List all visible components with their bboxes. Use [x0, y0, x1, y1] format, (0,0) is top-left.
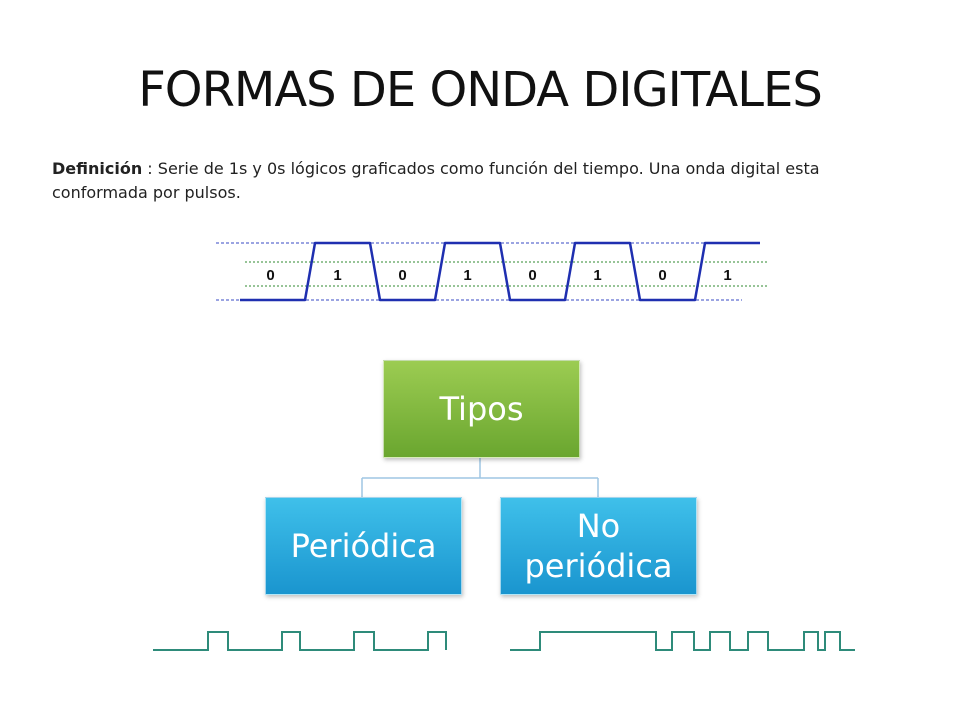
- definition-paragraph: Definición : Serie de 1s y 0s lógicos gr…: [52, 157, 892, 205]
- bit-label: 1: [333, 267, 341, 284]
- periodic-example-wave: [153, 631, 447, 651]
- bit-label: 1: [593, 267, 601, 284]
- bit-label: 0: [398, 267, 406, 284]
- bit-label: 0: [266, 267, 274, 284]
- node-periodica: Periódica: [265, 497, 462, 595]
- definition-term: Definición: [52, 159, 143, 178]
- waveform-line: [240, 241, 760, 302]
- bit-label: 1: [463, 267, 471, 284]
- definition-text: : Serie de 1s y 0s lógicos graficados co…: [52, 159, 820, 202]
- slide-title: FORMAS DE ONDA DIGITALES: [138, 62, 823, 118]
- node-no-periodica: No periódica: [500, 497, 697, 595]
- node-tipos: Tipos: [383, 360, 580, 458]
- bit-label: 1: [723, 267, 731, 284]
- non-periodic-example-wave: [510, 631, 855, 651]
- bit-label: 0: [658, 267, 666, 284]
- bit-label: 0: [528, 267, 536, 284]
